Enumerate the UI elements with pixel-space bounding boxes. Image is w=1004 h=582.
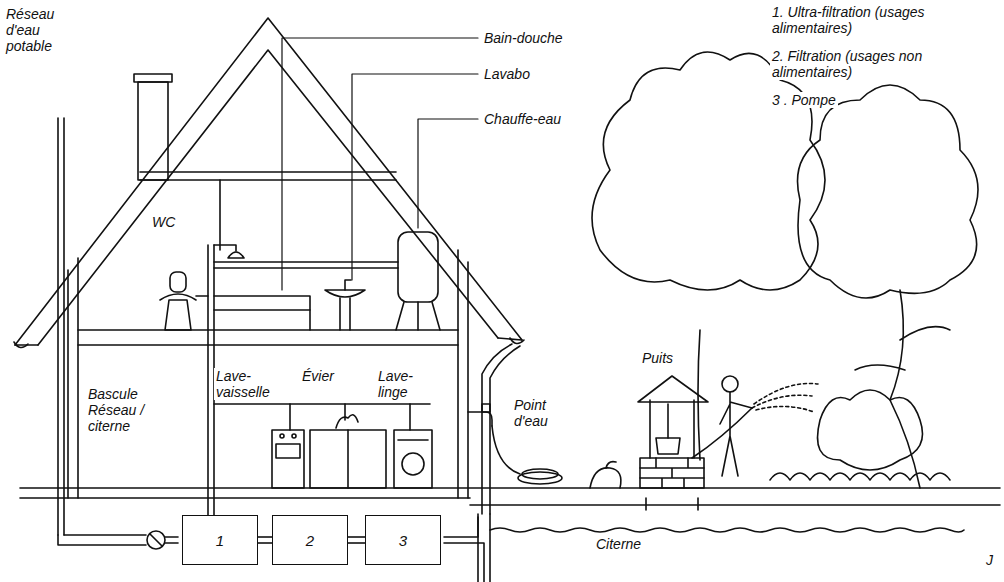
pipe-connector <box>258 536 272 538</box>
label-text: Point d'eau <box>512 397 578 429</box>
label-text: Bascule Réseau / citerne <box>86 386 170 434</box>
pipe-connector <box>258 542 272 544</box>
label-text: 3 . Pompe <box>770 92 838 108</box>
callout-number: 1 <box>216 532 224 549</box>
label-text: Puits <box>640 350 675 366</box>
label-text: WC <box>150 214 177 230</box>
label-text: Bain-douche <box>482 30 565 46</box>
label-text: Lave-linge <box>376 368 432 400</box>
label-text: 2. Filtration (usages non alimentaires) <box>770 48 939 80</box>
label-text: J <box>984 552 995 568</box>
filter-box: 2 <box>272 515 348 565</box>
callout-number: 3 <box>399 532 407 549</box>
filter-box: 1 <box>182 515 258 565</box>
pipe-connector <box>348 542 365 544</box>
filter-box: 3 <box>365 515 441 565</box>
label-text: Lavabo <box>482 66 532 82</box>
label-text: Citerne <box>594 536 643 552</box>
pipe-connector <box>348 536 365 538</box>
callout-number: 2 <box>306 532 314 549</box>
label-text: Chauffe-eau <box>482 111 563 127</box>
label-text: Évier <box>300 368 336 384</box>
label-text: Réseau d'eau potable <box>4 6 86 54</box>
label-text: 1. Ultra-filtration (usages alimentaires… <box>770 4 999 36</box>
label-text: Lave-vaisselle <box>214 368 284 400</box>
